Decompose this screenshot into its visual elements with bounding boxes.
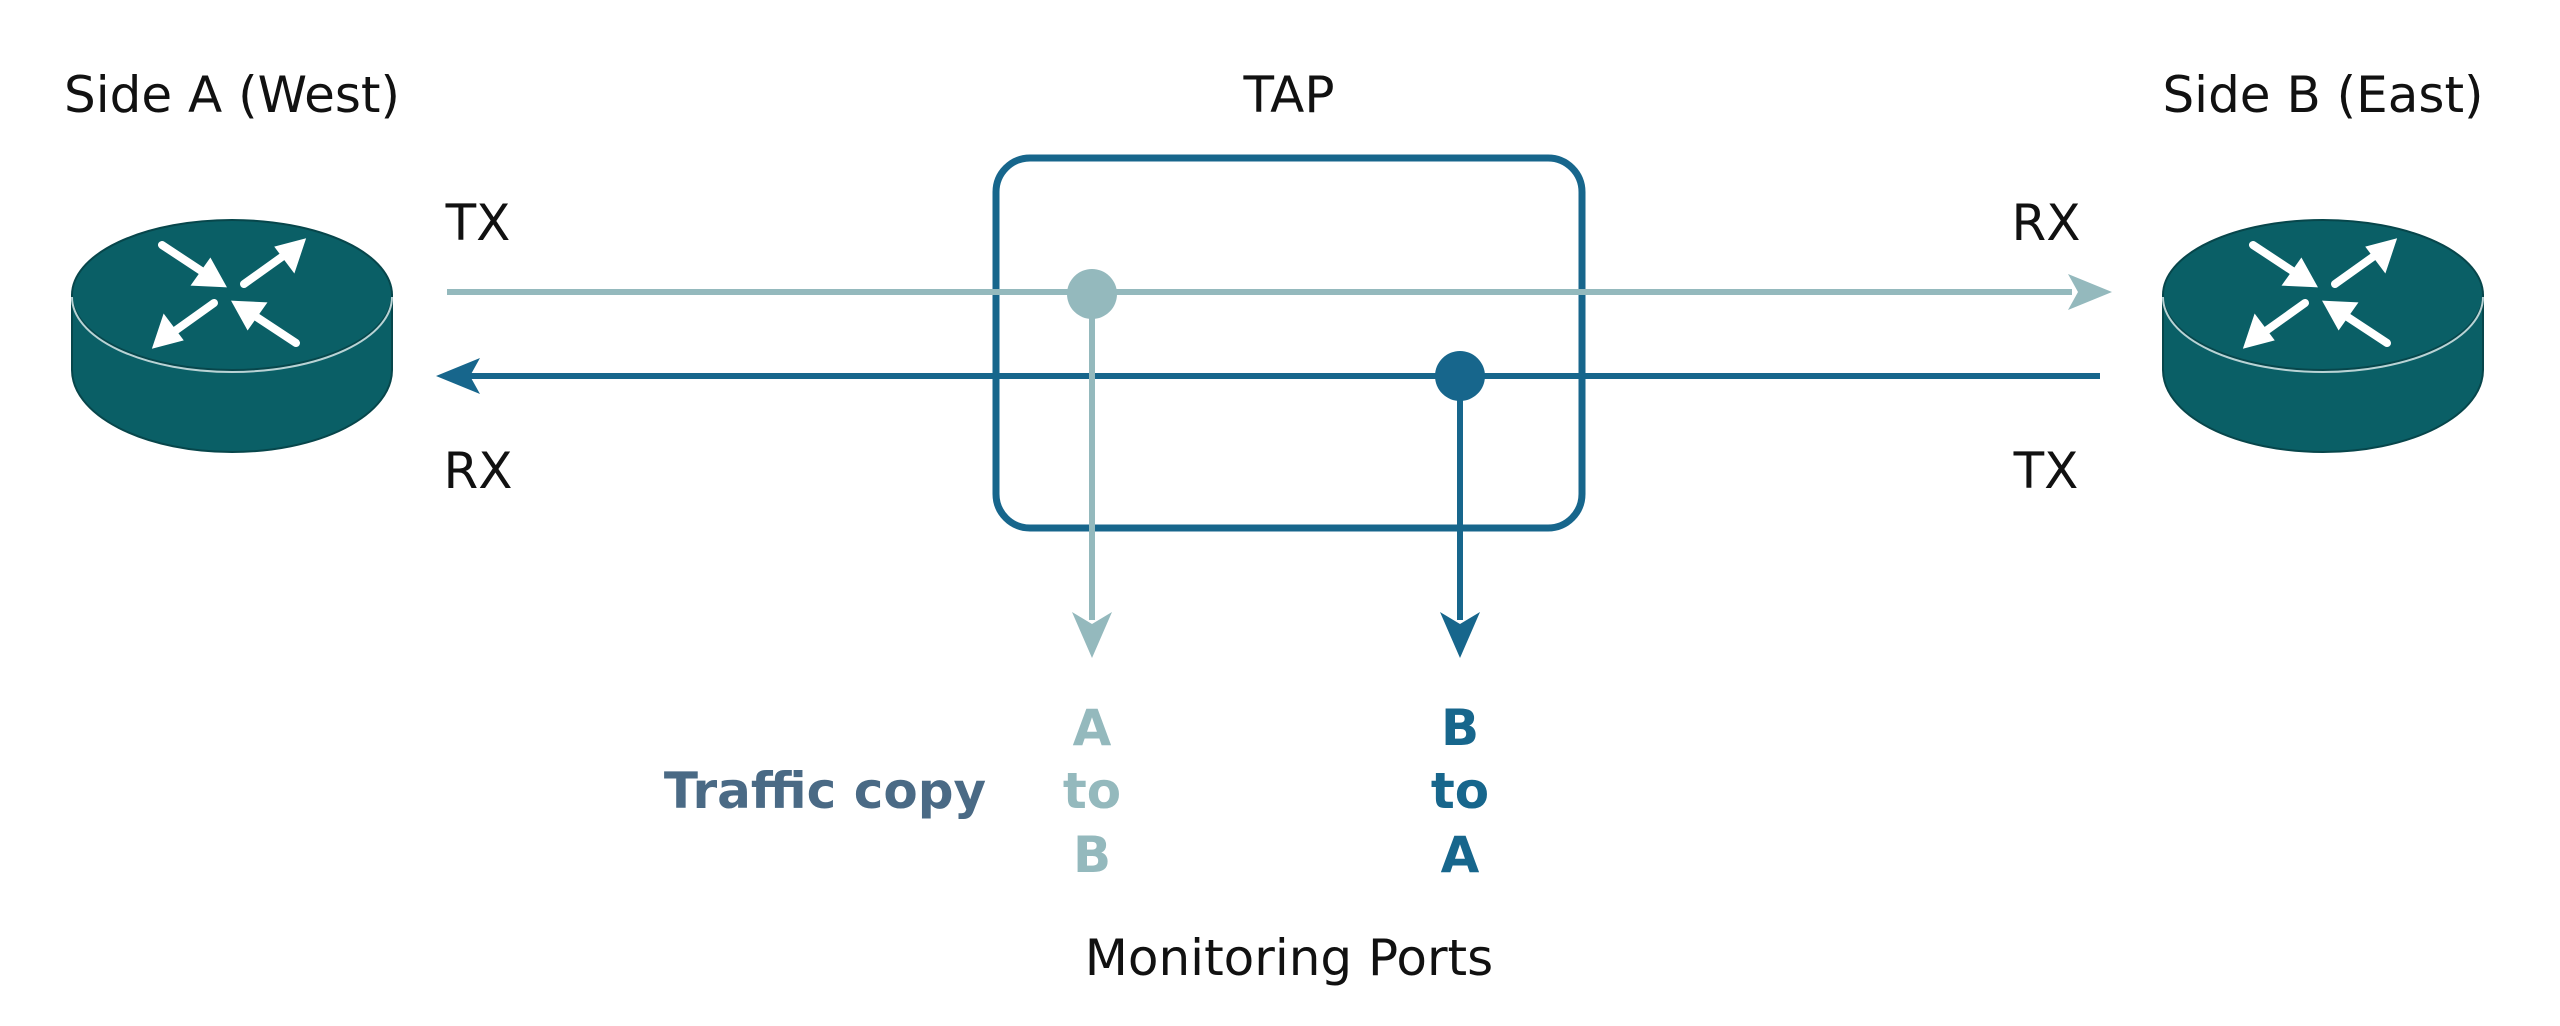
- port-a-to-b-line-3: B: [1073, 826, 1111, 884]
- port-a-to-b-line-2: to: [1063, 762, 1121, 820]
- side-a-title: Side A (West): [64, 66, 400, 124]
- side-b-tx-label: TX: [2013, 442, 2079, 500]
- a-to-b-tap-point: [1067, 269, 1117, 658]
- tap-box: [992, 154, 1586, 532]
- side-b-title: Side B (East): [2162, 66, 2483, 124]
- side-b-rx-label: RX: [2012, 194, 2081, 252]
- monitoring-ports-footer: Monitoring Ports: [1085, 929, 1493, 987]
- port-a-to-b-line-1: A: [1073, 699, 1112, 757]
- port-a-to-b-label: A to B: [1063, 699, 1121, 884]
- router-a-arrows-icon: [151, 238, 307, 349]
- port-b-to-a-label: B to A: [1431, 699, 1489, 884]
- port-b-to-a-line-1: B: [1441, 699, 1479, 757]
- tap-title: TAP: [1242, 66, 1334, 124]
- side-a-tx-label: TX: [445, 194, 511, 252]
- router-b-icon: [2162, 219, 2484, 453]
- port-b-to-a-line-2: to: [1431, 762, 1489, 820]
- router-a-icon: [71, 219, 393, 453]
- port-b-to-a-line-3: A: [1441, 826, 1480, 884]
- router-b-arrows-icon: [2242, 238, 2398, 349]
- traffic-copy-caption: Traffic copy: [664, 762, 986, 820]
- side-a-rx-label: RX: [444, 442, 513, 500]
- a-to-b-link: [447, 274, 2112, 310]
- b-to-a-tap-point: [1435, 351, 1485, 658]
- b-to-a-link: [436, 358, 2100, 394]
